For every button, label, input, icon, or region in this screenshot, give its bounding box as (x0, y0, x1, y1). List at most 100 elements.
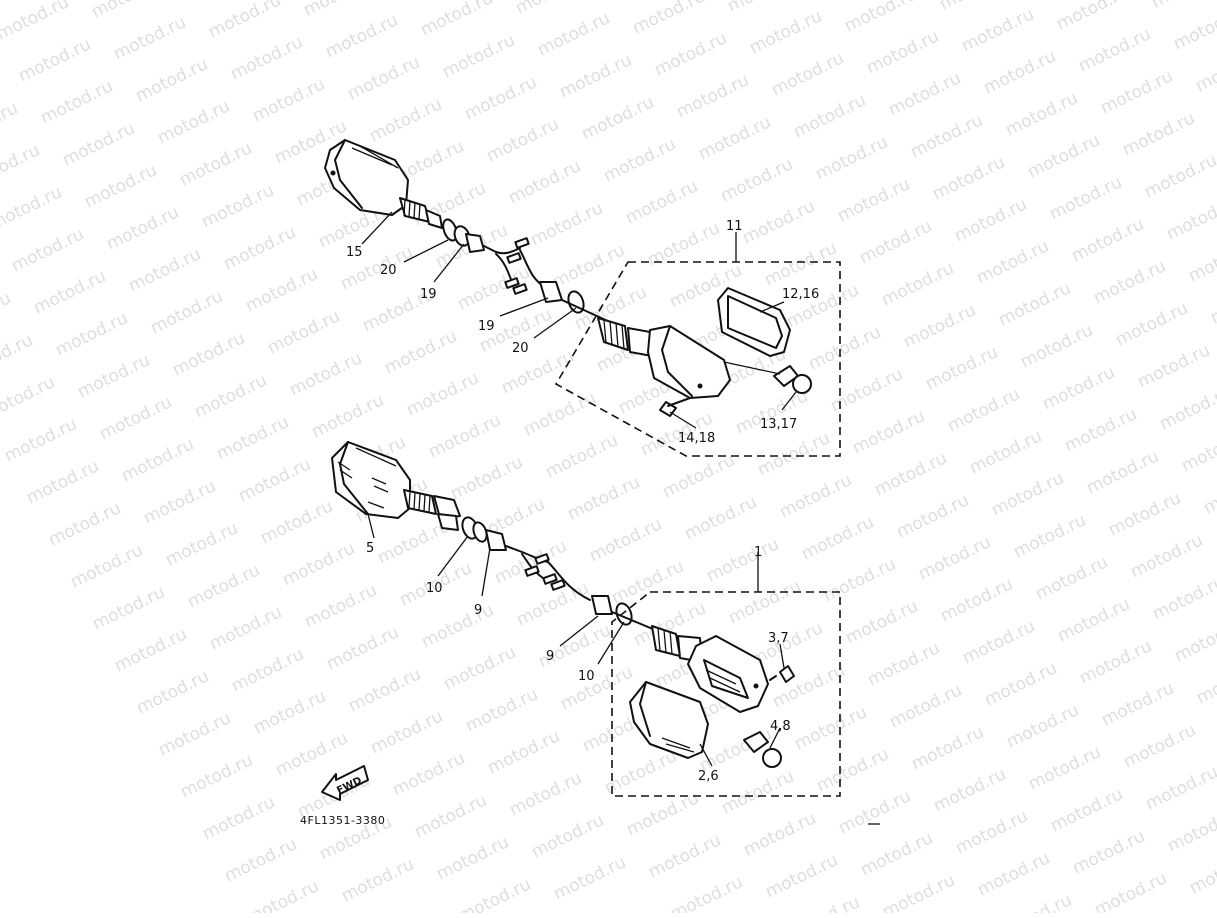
callout-19-upper: 19 (420, 287, 437, 302)
callout-12-16: 12,16 (782, 287, 819, 302)
watermark-text: motod.ru (213, 412, 292, 464)
watermark-text: motod.ru (455, 874, 534, 913)
watermark-text: motod.ru (673, 70, 752, 122)
watermark-text: motod.ru (864, 638, 943, 690)
watermark-text: motod.ru (667, 872, 746, 913)
watermark-text: motod.ru (681, 492, 760, 544)
watermark-text: motod.ru (322, 10, 401, 62)
watermark-text: motod.ru (1076, 636, 1155, 688)
watermark-text: motod.ru (885, 68, 964, 120)
watermark-text: motod.ru (578, 92, 657, 144)
callout-10-lower: 10 (578, 669, 595, 684)
watermark-text: motod.ru (37, 76, 116, 128)
watermark-text: motod.ru (1171, 614, 1217, 666)
watermark-text: motod.ru (550, 852, 629, 904)
watermark-text: motod.ru (227, 32, 306, 84)
watermark-text: motod.ru (118, 434, 197, 486)
watermark-text: motod.ru (622, 176, 701, 228)
callout-5: 5 (366, 541, 374, 556)
watermark-text: motod.ru (1200, 466, 1217, 518)
watermark-text: motod.ru (944, 384, 1023, 436)
screw-3-7 (770, 666, 794, 682)
watermark-text: motod.ru (506, 768, 585, 820)
watermark-text: motod.ru (1170, 2, 1217, 54)
callout-20-upper: 20 (380, 263, 397, 278)
watermark-text: motod.ru (600, 134, 679, 186)
watermark-text: motod.ru (103, 202, 182, 254)
watermark-text: motod.ru (746, 6, 825, 58)
watermark-text: motod.ru (1025, 742, 1104, 794)
watermark-text: motod.ru (790, 90, 869, 142)
watermark-text: motod.ru (871, 448, 950, 500)
flasher-lens-2-6 (630, 682, 708, 758)
watermark-text: motod.ru (1127, 530, 1206, 582)
watermark-text: motod.ru (645, 830, 724, 882)
watermark-text: motod.ru (389, 748, 468, 800)
watermark-text: motod.ru (133, 666, 212, 718)
watermark-text: motod.ru (988, 468, 1067, 520)
watermark-text: motod.ru (586, 514, 665, 566)
watermark-text: motod.ru (125, 244, 204, 296)
watermark-text: motod.ru (717, 154, 796, 206)
watermark-text: motod.ru (184, 560, 263, 612)
watermark-text: motod.ru (1039, 362, 1118, 414)
watermark-text: motod.ru (863, 26, 942, 78)
watermark-text: motod.ru (498, 346, 577, 398)
watermark-text: motod.ru (345, 664, 424, 716)
watermark-text: motod.ru (344, 52, 423, 104)
watermark-text: motod.ru (1091, 868, 1170, 913)
watermark-text: motod.ru (1068, 214, 1147, 266)
watermark-text: motod.ru (695, 112, 774, 164)
watermark-text: motod.ru (535, 620, 614, 672)
watermark-text: motod.ru (981, 658, 1060, 710)
watermark-text: motod.ru (1046, 172, 1125, 224)
callout-11: 11 (726, 219, 743, 234)
watermark-text: motod.ru (937, 574, 1016, 626)
watermark-text: motod.ru (1112, 298, 1191, 350)
watermark-text: motod.ru (403, 368, 482, 420)
callout-20-lower: 20 (512, 341, 529, 356)
watermark-text: motod.ru (1053, 0, 1132, 34)
watermark-text: motod.ru (483, 114, 562, 166)
watermark-text: motod.ru (512, 0, 591, 18)
watermark-text: motod.ru (528, 810, 607, 862)
watermark-text: motod.ru (724, 0, 803, 16)
watermark-text: motod.ru (556, 50, 635, 102)
watermark-text: motod.ru (418, 600, 497, 652)
watermark-text: motod.ru (907, 110, 986, 162)
watermark-text: motod.ru (367, 706, 446, 758)
watermark-text: motod.ru (1054, 594, 1133, 646)
watermark-text: motod.ru (264, 306, 343, 358)
watermark-text: motod.ru (191, 370, 270, 422)
watermark-text: motod.ru (249, 74, 328, 126)
watermark-text: motod.ru (534, 8, 613, 60)
watermark-text: motod.ru (111, 624, 190, 676)
watermark-text: motod.ru (1097, 66, 1176, 118)
flasher-lens-12-16 (718, 288, 790, 356)
watermark-text: motod.ru (0, 98, 21, 150)
watermark-text: motod.ru (784, 892, 863, 913)
watermark-text: motod.ru (520, 388, 599, 440)
watermark-text: motod.ru (951, 194, 1030, 246)
watermark-text: motod.ru (381, 326, 460, 378)
watermark-text: motod.ru (879, 870, 958, 913)
callout-9-lower: 9 (546, 649, 554, 664)
watermark-text: motod.ru (841, 0, 920, 36)
watermark-text: motod.ru (769, 660, 848, 712)
watermark-text: motod.ru (0, 330, 36, 382)
watermark-text: motod.ru (878, 258, 957, 310)
watermark-text: motod.ru (177, 750, 256, 802)
watermark-text: motod.ru (23, 456, 102, 508)
watermark-text: motod.ru (176, 138, 255, 190)
watermark-text: motod.ru (1141, 150, 1217, 202)
watermark-text: motod.ru (1193, 656, 1217, 708)
watermark-text: motod.ru (1047, 784, 1126, 836)
watermark-text: motod.ru (915, 532, 994, 584)
watermark-text: motod.ru (59, 118, 138, 170)
watermark-text: motod.ru (608, 556, 687, 608)
watermark-text: motod.ru (286, 348, 365, 400)
watermark-text: motod.ru (739, 196, 818, 248)
watermark-text: motod.ru (929, 152, 1008, 204)
